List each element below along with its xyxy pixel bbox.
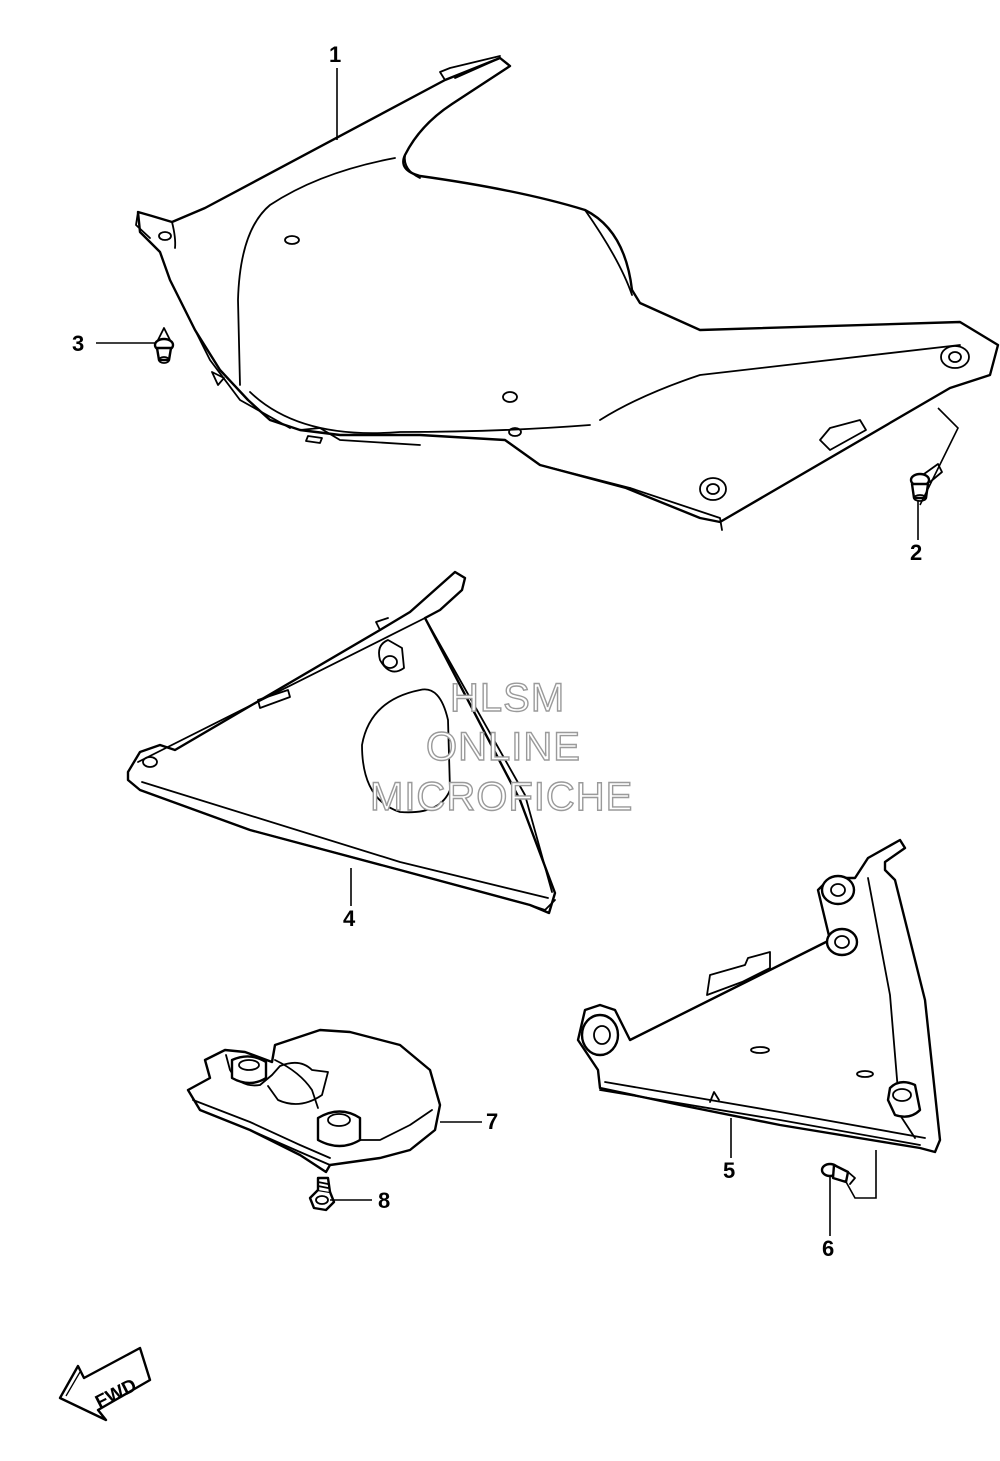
part-6-rivet[interactable] <box>820 1162 856 1185</box>
callout-6[interactable]: 6 <box>822 1236 835 1261</box>
watermark-line-3: MICROFICHE <box>369 775 634 819</box>
part-4-inner-panel[interactable] <box>126 570 557 915</box>
part-1-under-cover[interactable] <box>135 55 1000 531</box>
fwd-arrow-icon: FWD <box>58 1346 152 1422</box>
watermark-line-1: HLSM <box>449 676 566 720</box>
callout-1[interactable]: 1 <box>329 42 342 67</box>
callout-2[interactable]: 2 <box>910 540 923 565</box>
part-3-rivet[interactable] <box>153 327 175 364</box>
part-5-inner-panel[interactable] <box>576 838 942 1154</box>
callout-8[interactable]: 8 <box>378 1188 391 1213</box>
leader-lines <box>96 68 959 1236</box>
callout-3[interactable]: 3 <box>72 331 85 356</box>
watermark-line-2: ONLINE <box>425 725 581 769</box>
part-7-cover[interactable] <box>186 1028 442 1174</box>
part-8-bolt[interactable] <box>308 1176 336 1212</box>
callout-7[interactable]: 7 <box>486 1109 499 1134</box>
part-2-rivet[interactable] <box>909 463 943 502</box>
callout-5[interactable]: 5 <box>723 1158 736 1183</box>
callout-4[interactable]: 4 <box>343 906 356 931</box>
